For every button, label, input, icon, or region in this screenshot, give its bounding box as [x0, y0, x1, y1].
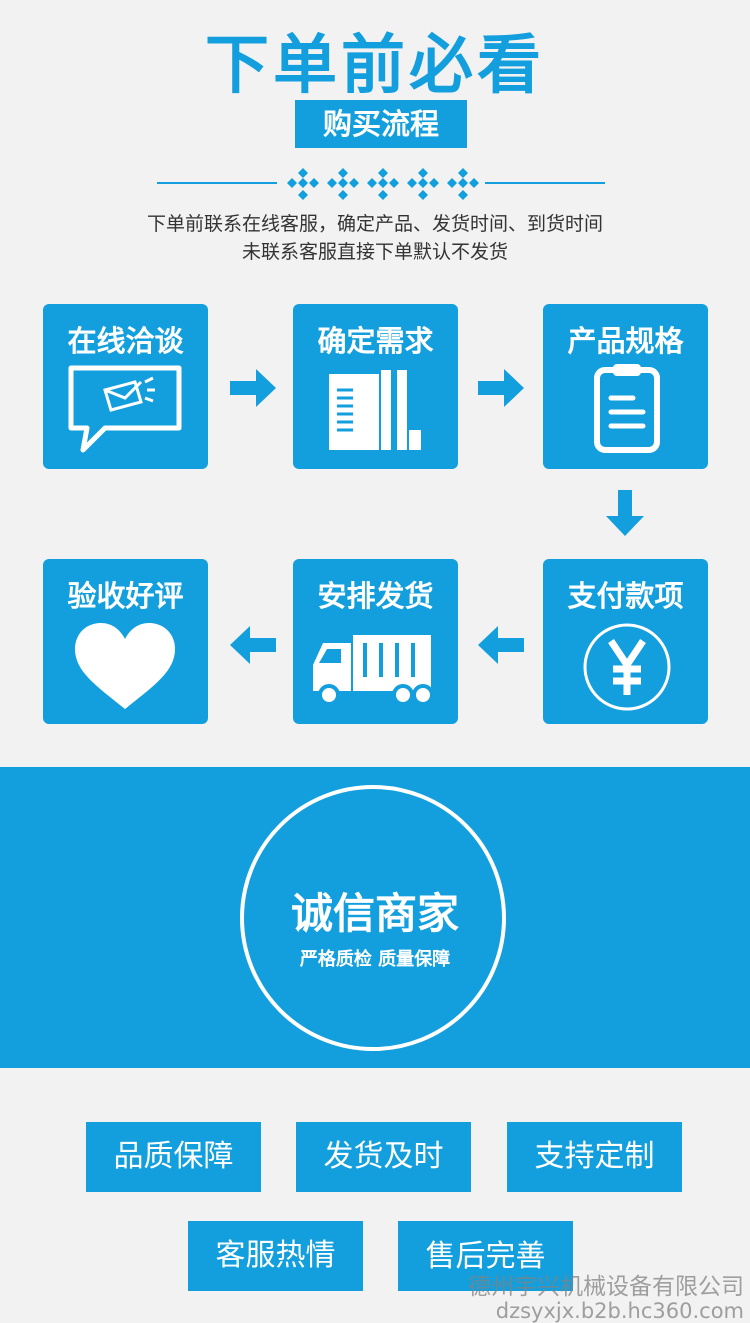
step-payment: 支付款项 [543, 559, 708, 724]
arrow-down-icon [606, 490, 644, 536]
note-line-2: 未联系客服直接下单默认不发货 [241, 241, 508, 263]
divider-line-left [157, 182, 277, 184]
step-shipping: 安排发货 [293, 559, 458, 724]
step-label: 安排发货 [317, 579, 434, 613]
step-label: 验收好评 [67, 579, 184, 613]
divider-line-right [485, 182, 605, 184]
step-label: 在线洽谈 [67, 324, 184, 358]
feature-after-sales: 售后完善 [398, 1221, 573, 1291]
feature-label: 售后完善 [425, 1239, 546, 1274]
note-line-1: 下单前联系在线客服，确定产品、发货时间、到货时间 [146, 213, 603, 235]
arrow-left-icon [478, 626, 524, 664]
feature-label: 品质保障 [113, 1139, 234, 1174]
step-confirm-needs: 确定需求 [293, 304, 458, 469]
page-title: 下单前必看 [205, 29, 545, 103]
trust-subtitle: 严格质检 质量保障 [299, 949, 451, 970]
watermark-company: 德州宇兴机械设备有限公司 [468, 1274, 744, 1300]
feature-customization: 支持定制 [507, 1122, 682, 1192]
feature-service: 客服热情 [188, 1221, 363, 1291]
diamond-icon [287, 168, 479, 200]
feature-label: 发货及时 [323, 1139, 444, 1174]
step-label: 确定需求 [317, 324, 434, 358]
arrow-right-icon [230, 369, 276, 407]
trust-circle [240, 785, 506, 1051]
truck-icon [313, 635, 434, 706]
feature-label: 客服热情 [215, 1238, 336, 1273]
feature-label: 支持定制 [534, 1139, 655, 1174]
section-subtitle: 购买流程 [295, 100, 467, 148]
step-label: 支付款项 [567, 579, 684, 613]
heart-icon [75, 623, 175, 709]
trust-title: 诚信商家 [290, 889, 459, 938]
step-label: 产品规格 [567, 324, 684, 358]
feature-quality: 品质保障 [86, 1122, 261, 1192]
feature-fast-shipping: 发货及时 [296, 1122, 471, 1192]
clipboard-icon [594, 364, 660, 453]
yen-icon [583, 623, 671, 711]
step-online-chat: 在线洽谈 [43, 304, 208, 469]
arrow-left-icon [230, 626, 276, 664]
document-bars-icon [329, 370, 421, 450]
step-product-spec: 产品规格 [543, 304, 708, 469]
diamond-ornament [285, 166, 480, 202]
step-accept-review: 验收好评 [43, 559, 208, 724]
watermark-url: dzsyxjx.b2b.hc360.com [495, 1299, 744, 1323]
chat-mail-icon [68, 365, 182, 453]
arrow-right-icon [478, 369, 524, 407]
